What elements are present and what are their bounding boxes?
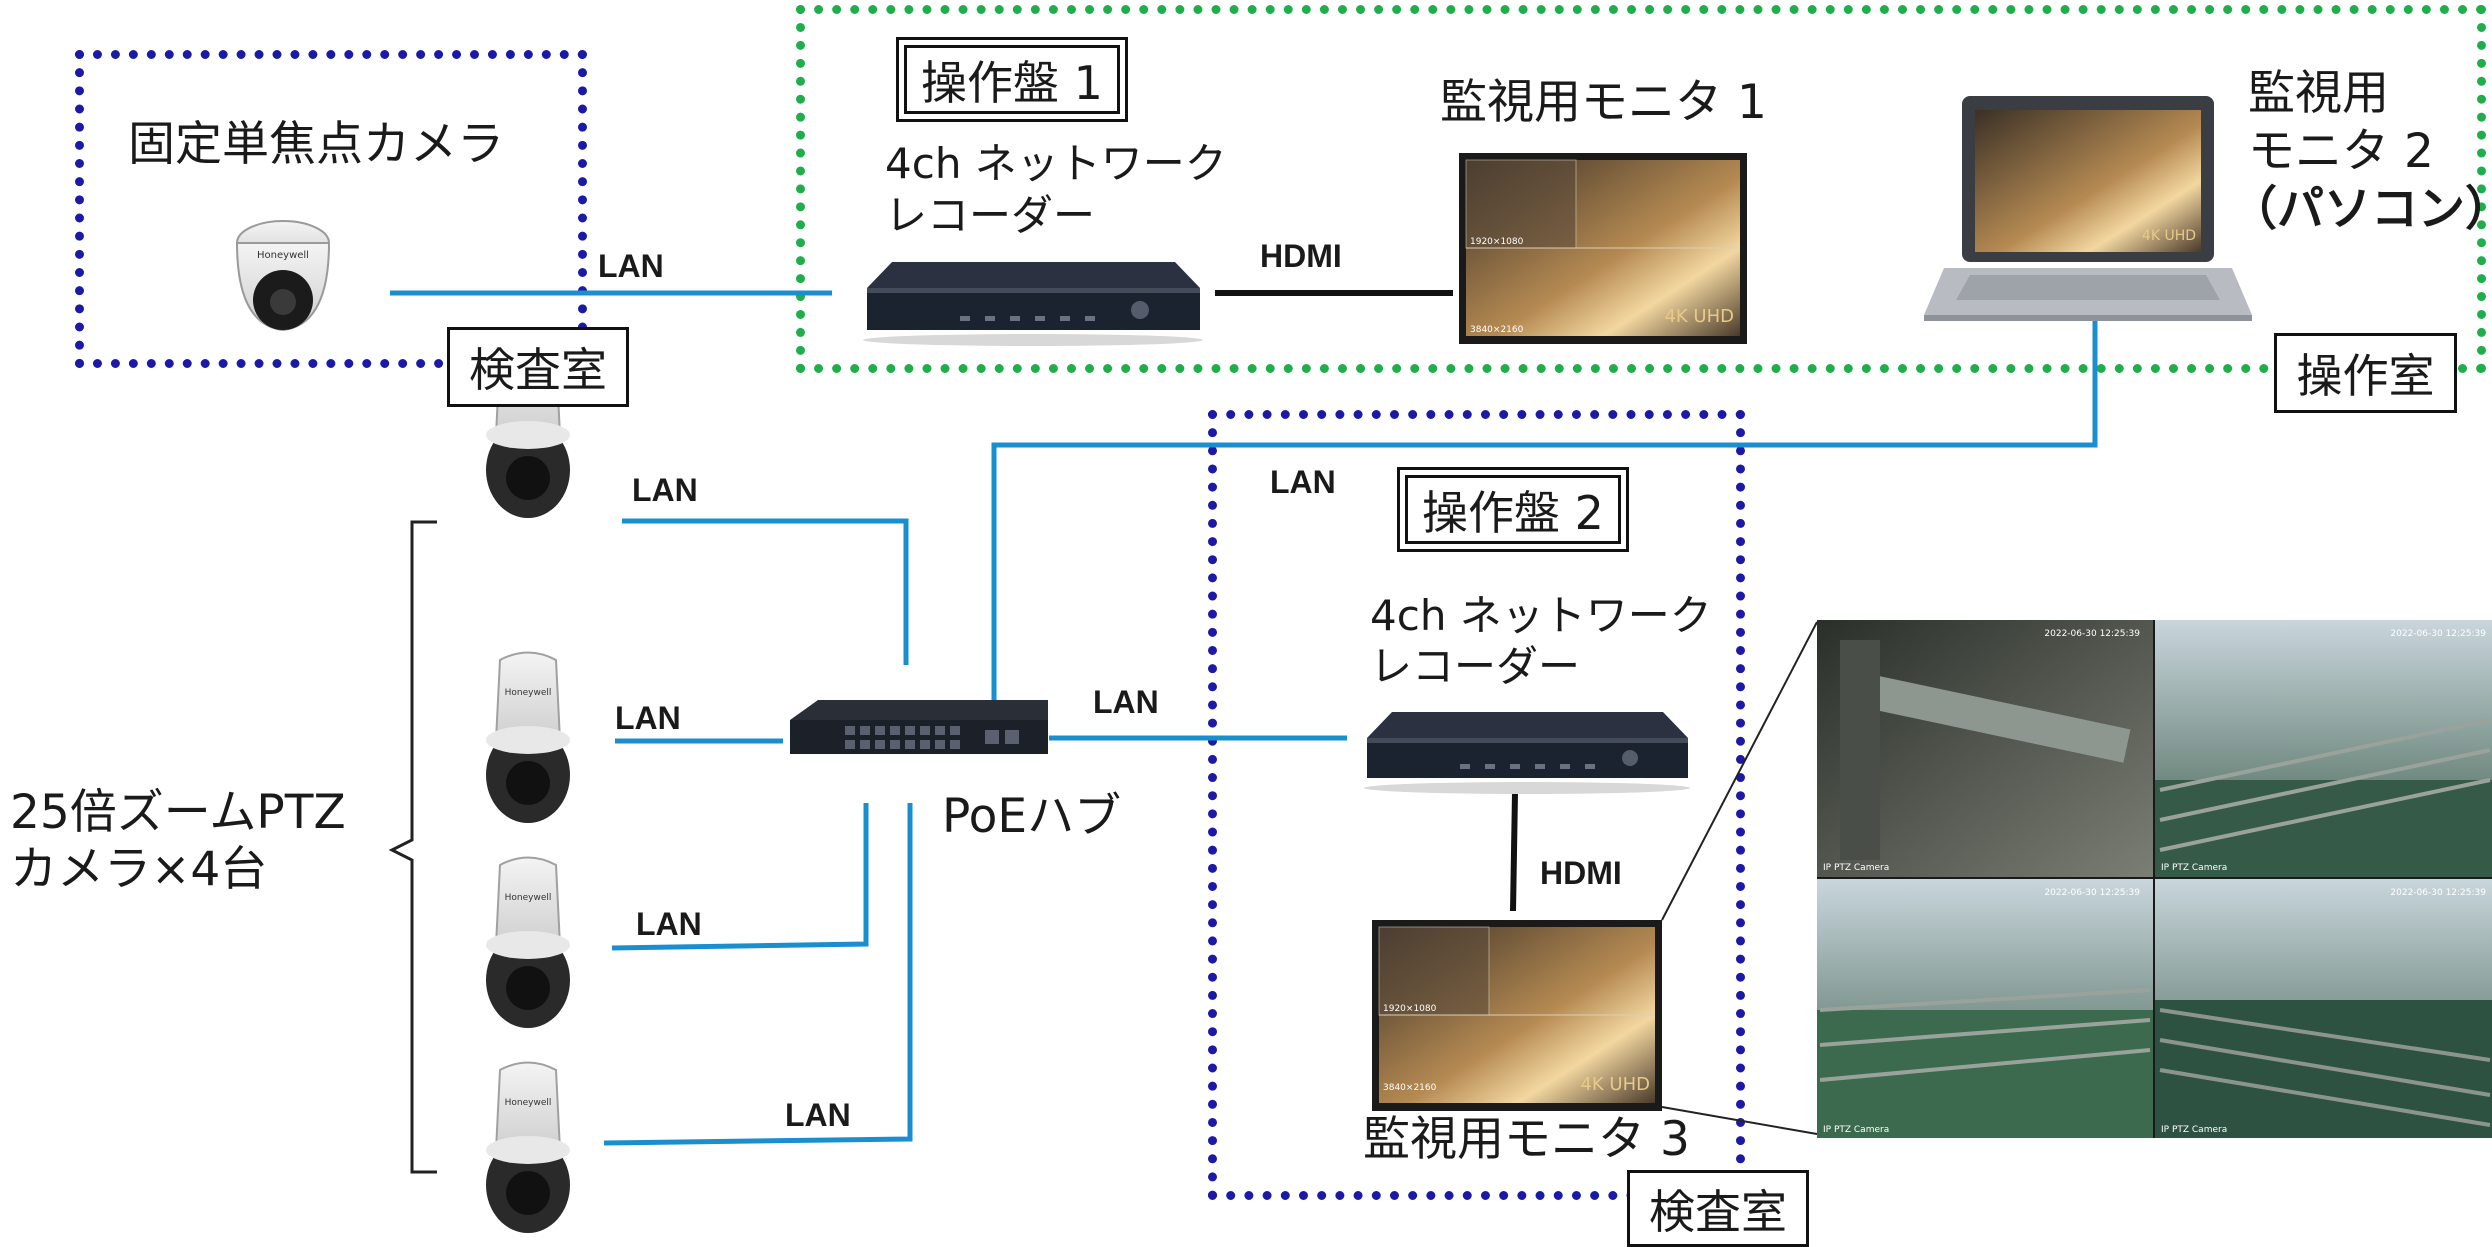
lan-label-pc: LAN: [1270, 464, 1336, 500]
recorder-2-label-line2: レコーダー: [1370, 642, 1581, 691]
lan-label-ptz-4: LAN: [785, 1097, 851, 1133]
laptop-device: 4K UHD: [1924, 96, 2252, 321]
view2-tag: IP PTZ Camera: [2161, 863, 2227, 873]
monitor-1-label: 監視用モニタ 1: [1440, 75, 1767, 130]
recorder-1-label-line1: 4ch ネットワーク: [885, 139, 1227, 188]
lan-cable-pc-to-hub: [991, 315, 2098, 705]
ptz-camera-2: Honeywell: [486, 651, 570, 823]
view4-tag: IP PTZ Camera: [2161, 1125, 2227, 1135]
monitor-3-device: 1920×1080 3840×2160 4K UHD: [1372, 920, 1662, 1111]
monitor3-res-4k: 4K UHD: [1580, 1074, 1650, 1095]
fixed-camera-label: 固定単焦点カメラ: [128, 117, 504, 172]
poe-hub-label: PoEハブ: [942, 789, 1122, 844]
view-4: 2022-06-30 12:25:39 IP PTZ Camera: [2155, 879, 2492, 1138]
lan-label-ptz-3: LAN: [636, 906, 702, 942]
lan-cables: [390, 290, 2098, 1146]
hdmi-cables: [1215, 290, 1518, 912]
fixed-dome-camera: Honeywell: [235, 220, 331, 332]
recorder-1-device: [863, 262, 1203, 346]
zoom-lines: [1661, 621, 1818, 1135]
hdmi-label-1: HDMI: [1260, 238, 1342, 274]
monitor-1-device: 1920×1080 3840×2160 4K UHD: [1459, 153, 1747, 344]
ptz-bracket: [388, 520, 437, 1174]
ptz-camera-3: Honeywell: [486, 856, 570, 1028]
brand-label-ptz4: Honeywell: [505, 1098, 552, 1108]
lan-cable-ptz-1: [622, 518, 909, 665]
lan-label-fixed-camera: LAN: [598, 248, 664, 284]
monitor1-res-4k: 4K UHD: [1664, 306, 1734, 327]
view1-timestamp: 2022-06-30 12:25:39: [2044, 629, 2140, 639]
recorder-1-label-line2: レコーダー: [885, 191, 1096, 240]
hdmi-cable-2: [1510, 792, 1518, 912]
view1-tag: IP PTZ Camera: [1823, 863, 1889, 873]
view2-timestamp: 2022-06-30 12:25:39: [2390, 629, 2486, 639]
view-3: 2022-06-30 12:25:39 IP PTZ Camera: [1817, 879, 2153, 1138]
poe-hub-device: [790, 700, 1048, 754]
view-1: 2022-06-30 12:25:39 IP PTZ Camera: [1817, 620, 2153, 877]
brand-label-ptz2: Honeywell: [505, 688, 552, 698]
brand-label-fixed: Honeywell: [257, 250, 309, 261]
monitor-2-label-line1: 監視用: [2248, 66, 2389, 121]
exam-room-zone-bottom: [1208, 410, 1745, 1200]
view3-tag: IP PTZ Camera: [1823, 1125, 1889, 1135]
view-2: 2022-06-30 12:25:39 IP PTZ Camera: [2155, 620, 2492, 877]
monitor-2-label-line3: （パソコン）: [2230, 182, 2492, 237]
panel-2-label: 操作盤 2: [1397, 467, 1629, 552]
monitor-3-label: 監視用モニタ 3: [1363, 1112, 1690, 1167]
ptz-group-label-line1: 25倍ズームPTZ: [10, 785, 346, 840]
ptz-camera-4: Honeywell: [486, 1061, 570, 1233]
ptz-group-label-line2: カメラ×4台: [10, 842, 268, 897]
lan-label-ptz-1: LAN: [632, 472, 698, 508]
monitor3-res-3840: 3840×2160: [1383, 1083, 1437, 1093]
monitor-2-label-line2: モニタ 2: [2248, 124, 2434, 179]
exam-room-label-top: 検査室: [447, 327, 629, 407]
lan-label-hub-recorder: LAN: [1093, 684, 1159, 720]
operation-room-label: 操作室: [2274, 333, 2457, 413]
operation-room-zone: [796, 5, 2486, 373]
recorder-2-label-line1: 4ch ネットワーク: [1370, 591, 1712, 640]
monitor1-res-1920: 1920×1080: [1470, 237, 1524, 247]
lan-cable-ptz-3: [611, 803, 869, 951]
lan-label-ptz-2: LAN: [615, 700, 681, 736]
hdmi-label-2: HDMI: [1540, 855, 1622, 891]
view4-timestamp: 2022-06-30 12:25:39: [2390, 888, 2486, 898]
monitor1-res-3840: 3840×2160: [1470, 325, 1524, 335]
panel-1-label: 操作盤 1: [896, 37, 1128, 122]
lan-cable-ptz-4: [603, 803, 913, 1146]
monitor3-res-1920: 1920×1080: [1383, 1004, 1437, 1014]
camera-multiview: 2022-06-30 12:25:39 IP PTZ Camera 2022-0…: [1817, 620, 2492, 1138]
exam-room-label-bottom: 検査室: [1627, 1170, 1809, 1247]
exam-room-zone-top: [75, 50, 587, 368]
brand-label-ptz3: Honeywell: [505, 893, 552, 903]
laptop-res-4k: 4K UHD: [2142, 228, 2196, 244]
view3-timestamp: 2022-06-30 12:25:39: [2044, 888, 2140, 898]
ptz-cameras: Honeywell Honeywell Honeywell: [486, 346, 570, 1233]
recorder-2-device: [1364, 712, 1690, 794]
